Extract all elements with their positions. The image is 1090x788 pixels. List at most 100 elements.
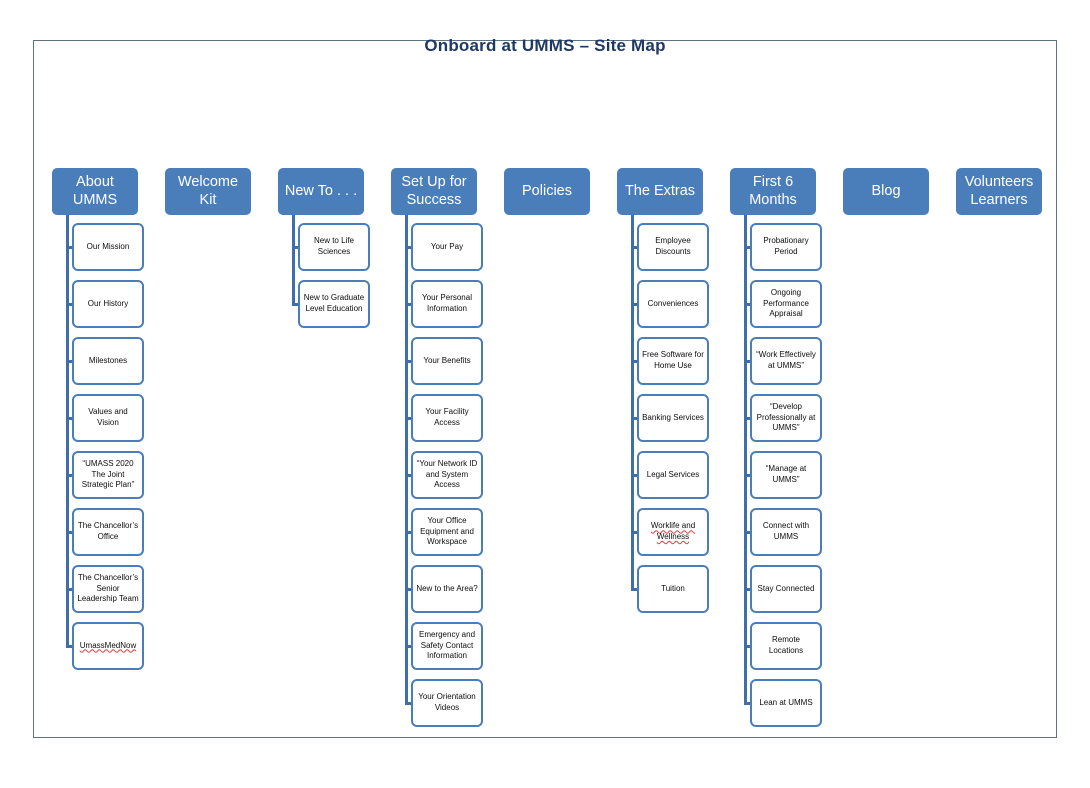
sitemap-node[interactable]: Milestones [72, 337, 144, 385]
sitemap-node[interactable]: “Your Network ID and System Access [411, 451, 483, 499]
section-header-blog[interactable]: Blog [843, 168, 929, 215]
section-header-welcome-kit[interactable]: Welcome Kit [165, 168, 251, 215]
sitemap-node[interactable]: New to Life Sciences [298, 223, 370, 271]
sitemap-node[interactable]: Ongoing Performance Appraisal [750, 280, 822, 328]
connector-stub [66, 588, 72, 591]
connector-stub [744, 417, 750, 420]
connector-trunk-the-extras [631, 215, 634, 589]
sitemap-node[interactable]: Conveniences [637, 280, 709, 328]
sitemap-node-label: New to Graduate Level Education [303, 293, 365, 313]
sitemap-node[interactable]: Your Personal Information [411, 280, 483, 328]
sitemap-node[interactable]: Probationary Period [750, 223, 822, 271]
connector-stub [631, 303, 637, 306]
section-header-volunteers-learners[interactable]: Volunteers Learners [956, 168, 1042, 215]
sitemap-node[interactable]: “Manage at UMMS” [750, 451, 822, 499]
sitemap-node-label: Probationary Period [763, 236, 809, 256]
connector-stub [66, 303, 72, 306]
connector-trunk-set-up-for-success [405, 215, 408, 703]
sitemap-node[interactable]: Our Mission [72, 223, 144, 271]
sitemap-column-welcome-kit: Welcome Kit [165, 168, 251, 215]
sitemap-node[interactable]: “Develop Professionally at UMMS” [750, 394, 822, 442]
connector-stub [405, 474, 411, 477]
sitemap-node-label: New to the Area? [416, 583, 478, 593]
connector-trunk-about-umms [66, 215, 69, 646]
connector-stub [405, 588, 411, 591]
sitemap-node-label: “Develop Professionally at UMMS” [756, 402, 816, 433]
sitemap-node[interactable]: Legal Services [637, 451, 709, 499]
sitemap-node-label: Legal Services [646, 469, 700, 479]
connector-stub [405, 417, 411, 420]
sitemap-node[interactable]: Your Facility Access [411, 394, 483, 442]
connector-stub [292, 246, 298, 249]
section-header-new-to[interactable]: New To . . . [278, 168, 364, 215]
connector-stub [405, 360, 411, 363]
sitemap-node[interactable]: Worklife and Wellness [637, 508, 709, 556]
connector-stub [744, 360, 750, 363]
sitemap-node-label: Employee Discounts [655, 236, 691, 256]
sitemap-node[interactable]: Tuition [637, 565, 709, 613]
connector-stub [292, 303, 298, 306]
section-header-first-6-months[interactable]: First 6 Months [730, 168, 816, 215]
sitemap-node[interactable]: New to the Area? [411, 565, 483, 613]
sitemap-node-label: Worklife and Wellness [650, 521, 696, 541]
sitemap-node[interactable]: UmassMedNow [72, 622, 144, 670]
sitemap-column-policies: Policies [504, 168, 590, 215]
sitemap-node-label: Free Software for Home Use [642, 350, 704, 370]
connector-stub [405, 645, 411, 648]
connector-stub [66, 531, 72, 534]
connector-stub [744, 531, 750, 534]
section-header-policies[interactable]: Policies [504, 168, 590, 215]
sitemap-node-label: Banking Services [642, 412, 704, 422]
sitemap-node-label: Lean at UMMS [759, 697, 813, 707]
connector-stub [631, 246, 637, 249]
connector-stub [66, 417, 72, 420]
section-header-set-up-for-success[interactable]: Set Up for Success [391, 168, 477, 215]
sitemap-node[interactable]: The Chancellor’s Office [72, 508, 144, 556]
sitemap-node[interactable]: Values and Vision [72, 394, 144, 442]
connector-stub [744, 588, 750, 591]
connector-trunk-new-to [292, 215, 295, 304]
section-header-about-umms[interactable]: About UMMS [52, 168, 138, 215]
connector-stub [66, 360, 72, 363]
connector-stub [744, 303, 750, 306]
sitemap-node-label: Milestones [88, 355, 128, 365]
sitemap-node[interactable]: Stay Connected [750, 565, 822, 613]
sitemap-node[interactable]: Your Orientation Videos [411, 679, 483, 727]
sitemap-node[interactable]: Remote Locations [750, 622, 822, 670]
sitemap-node[interactable]: Free Software for Home Use [637, 337, 709, 385]
page-title: Onboard at UMMS – Site Map [424, 36, 666, 55]
sitemap-node-label: Stay Connected [757, 583, 815, 593]
sitemap-node[interactable]: Employee Discounts [637, 223, 709, 271]
connector-trunk-first-6-months [744, 215, 747, 703]
sitemap-node[interactable]: Your Benefits [411, 337, 483, 385]
sitemap-node-label: Tuition [661, 583, 685, 593]
connector-stub [631, 531, 637, 534]
sitemap-node[interactable]: “Work Effectively at UMMS” [750, 337, 822, 385]
sitemap-column-volunteers-learners: Volunteers Learners [956, 168, 1042, 215]
sitemap-node-label: Your Pay [430, 241, 464, 251]
sitemap-node-label: Emergency and Safety Contact Information [418, 630, 476, 661]
sitemap-node[interactable]: Our History [72, 280, 144, 328]
sitemap-node[interactable]: Your Pay [411, 223, 483, 271]
sitemap-node[interactable]: Banking Services [637, 394, 709, 442]
sitemap-node-label: Your Orientation Videos [418, 692, 476, 712]
sitemap-node[interactable]: Emergency and Safety Contact Information [411, 622, 483, 670]
sitemap-node[interactable]: Your Office Equipment and Workspace [411, 508, 483, 556]
connector-stub [631, 474, 637, 477]
sitemap-node[interactable]: New to Graduate Level Education [298, 280, 370, 328]
sitemap-node[interactable]: Connect with UMMS [750, 508, 822, 556]
connector-stub [66, 474, 72, 477]
connector-stub [405, 303, 411, 306]
sitemap-node[interactable]: The Chancellor’s Senior Leadership Team [72, 565, 144, 613]
section-header-the-extras[interactable]: The Extras [617, 168, 703, 215]
sitemap-node[interactable]: “UMASS 2020 The Joint Strategic Plan” [72, 451, 144, 499]
sitemap-node-label: Your Facility Access [425, 407, 469, 427]
sitemap-node-label: The Chancellor’s Office [77, 521, 139, 541]
sitemap-node[interactable]: Lean at UMMS [750, 679, 822, 727]
sitemap-node-label: UmassMedNow [79, 640, 137, 650]
